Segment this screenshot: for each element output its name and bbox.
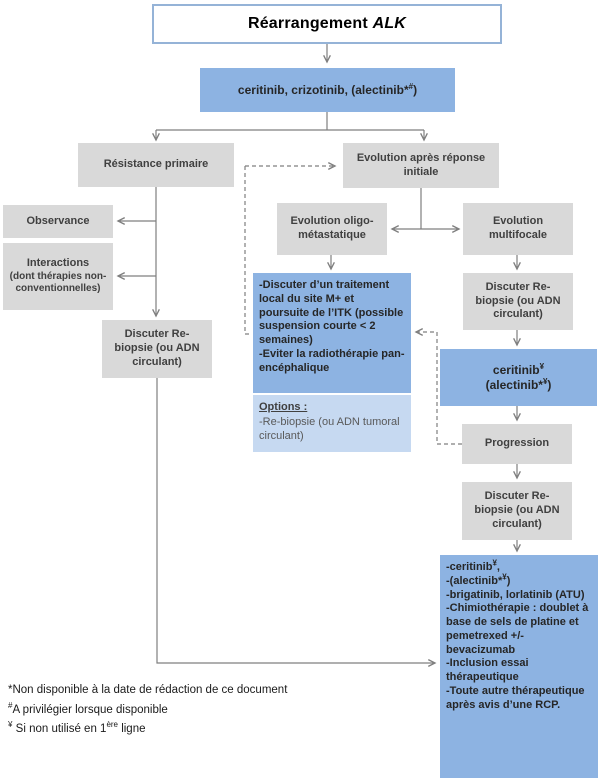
local-treatment-line1: -Discuter d’un traitement local du site … — [259, 279, 404, 346]
final-option-brigatinib: -brigatinib, lorlatinib (ATU) — [446, 588, 585, 601]
ceritinib-second-line-box: ceritinib¥ (alectinib*¥) — [440, 349, 597, 406]
footnote-yen-ere-sup: ère — [106, 720, 118, 730]
oligometastatic-label: Evolution oligo-métastatique — [290, 215, 374, 241]
options-box: Options : -Re-biopsie (ou ADN tumoral ci… — [253, 395, 411, 452]
first-line-therapy-box: ceritinib, crizotinib, (alectinib*#) — [200, 68, 455, 112]
final-option-ceritinib-sup: ¥ — [492, 558, 497, 568]
ceritinib-line1-text: ceritinib — [492, 362, 540, 377]
footnote-hash-text: A privilégier lorsque disponible — [12, 703, 168, 716]
interactions-sub-label: (dont thérapies non-conventionnelles) — [9, 270, 107, 295]
primary-resistance-box: Résistance primaire — [78, 143, 234, 187]
final-option-trial: -Inclusion essai thérapeutique — [446, 657, 529, 683]
footnote-yen-sup: ¥ — [8, 720, 13, 730]
final-option-rcp: -Toute autre thérapeutique après avis d’… — [446, 684, 585, 711]
evolution-after-response-box: Evolution après réponse initiale — [343, 143, 499, 188]
ceritinib-line2-text: (alectinib* — [485, 377, 543, 392]
final-option-chemotherapy: -Chimiothérapie : doublet à base de sels… — [446, 602, 589, 656]
options-heading: Options : — [259, 401, 308, 413]
footnote-asterisk: *Non disponible à la date de rédaction d… — [8, 684, 288, 696]
footnote-hash: #A privilégier lorsque disponible — [8, 700, 428, 720]
first-line-post: ) — [413, 82, 418, 97]
observance-box: Observance — [3, 205, 113, 238]
first-line-label: ceritinib, crizotinib, (alectinib*#) — [237, 81, 418, 98]
title-box: Réarrangement ALK — [152, 4, 502, 44]
rebiopsy-left-box: Discuter Re-biopsie (ou ADN circulant) — [102, 320, 212, 378]
progression-box: Progression — [462, 424, 572, 464]
final-option-alectinib-sup: ¥ — [502, 572, 507, 582]
local-treatment-line2: -Eviter la radiothérapie pan-encéphaliqu… — [259, 347, 405, 374]
ceritinib-line2: (alectinib*¥) — [485, 376, 552, 393]
ceritinib-line1: ceritinib¥ — [492, 361, 545, 378]
ceritinib-line1-sup: ¥ — [539, 361, 545, 371]
rebiopsy-right-bottom-label: Discuter Re-biopsie (ou ADN circulant) — [474, 490, 560, 530]
multifocal-box: Evolution multifocale — [463, 203, 573, 255]
rebiopsy-left-label: Discuter Re-biopsie (ou ADN circulant) — [114, 328, 200, 368]
final-option-alectinib-text: -(alectinib* — [446, 574, 503, 587]
primary-resistance-label: Résistance primaire — [103, 158, 209, 171]
options-body: -Re-biopsie (ou ADN tumoral circulant) — [259, 415, 400, 442]
ceritinib-line2-post: ) — [547, 377, 552, 392]
final-option-alectinib-post: ) — [506, 574, 511, 587]
interactions-label: Interactions — [26, 257, 90, 270]
oligometastatic-box: Evolution oligo-métastatique — [277, 203, 387, 255]
final-option-ceritinib: -ceritinib¥, — [446, 558, 500, 575]
ceritinib-line2-sup: ¥ — [542, 376, 548, 386]
progression-label: Progression — [484, 437, 550, 450]
final-option-alectinib: -(alectinib*¥) — [446, 572, 511, 589]
evolution-after-response-label: Evolution après réponse initiale — [356, 151, 486, 178]
final-options-box: -ceritinib¥, -(alectinib*¥) -brigatinib,… — [440, 555, 598, 778]
rebiopsy-right-top-box: Discuter Re-biopsie (ou ADN circulant) — [463, 273, 573, 330]
title-text: Réarrangement — [247, 15, 373, 32]
local-treatment-box: -Discuter d’un traitement local du site … — [253, 273, 411, 393]
footnote-hash-sup: # — [8, 700, 13, 710]
page-title: Réarrangement ALK — [248, 14, 406, 34]
footnote-yen-post: ligne — [118, 723, 146, 736]
interactions-box: Interactions (dont thérapies non-convent… — [3, 243, 113, 310]
observance-label: Observance — [26, 214, 90, 227]
title-gene-italic: ALK — [372, 15, 407, 32]
footnote-yen-text: Si non utilisé en 1 — [12, 723, 107, 736]
multifocal-label: Evolution multifocale — [488, 215, 548, 241]
rebiopsy-right-bottom-box: Discuter Re-biopsie (ou ADN circulant) — [462, 482, 572, 540]
footnote-yen: ¥ Si non utilisé en 1ère ligne — [8, 719, 428, 739]
rebiopsy-right-top-label: Discuter Re-biopsie (ou ADN circulant) — [475, 280, 561, 321]
footnotes: *Non disponible à la date de rédaction d… — [8, 682, 428, 739]
final-option-ceritinib-text: -ceritinib — [446, 561, 493, 573]
first-line-pre: ceritinib, crizotinib, (alectinib* — [237, 82, 409, 97]
final-option-ceritinib-post: , — [496, 561, 500, 573]
first-line-sup: # — [408, 81, 414, 91]
